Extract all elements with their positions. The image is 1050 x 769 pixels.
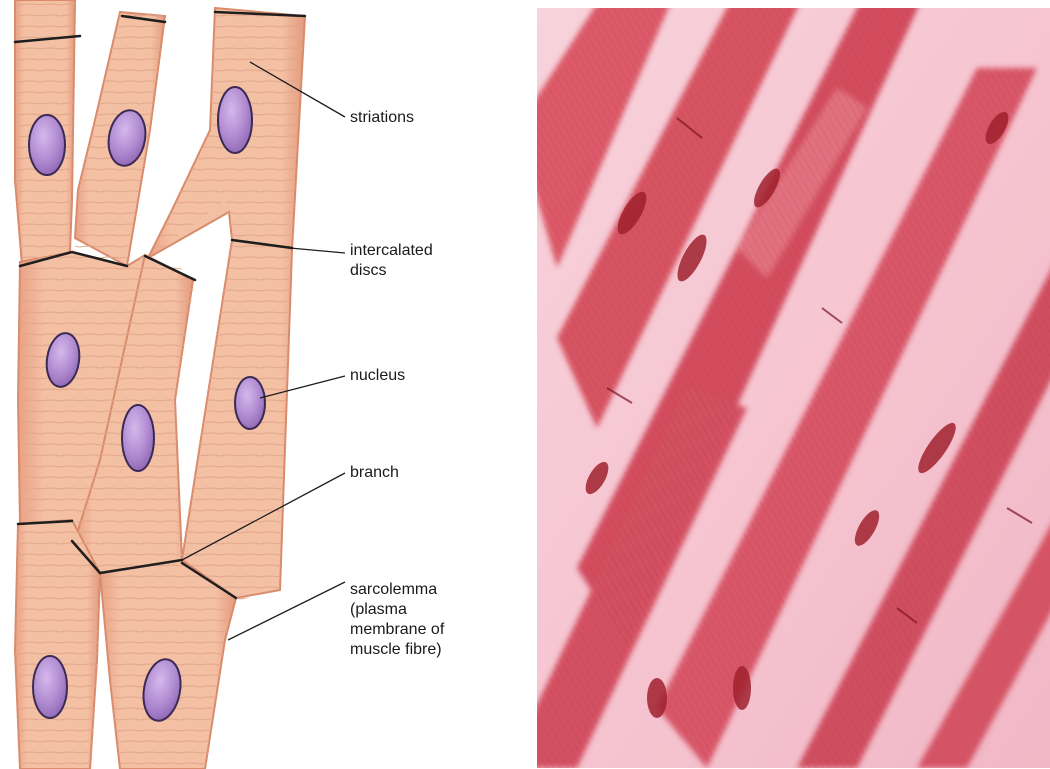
label-striations: striations [350,108,414,128]
label-sarcolemma: sarcolemma (plasma membrane of muscle fi… [350,580,444,660]
cardiac-muscle-diagram [0,0,540,769]
nucleus-6 [235,377,265,429]
nucleus-1 [29,115,65,175]
label-intercalated-discs: intercalated discs [350,241,433,281]
nucleus-5 [122,405,154,471]
label-nucleus: nucleus [350,366,405,386]
leader-intercalated-discs [290,248,345,253]
label-branch: branch [350,463,399,483]
cardiac-muscle-micrograph [537,8,1050,768]
nucleus-3 [218,87,252,153]
nucleus-7 [33,656,67,718]
